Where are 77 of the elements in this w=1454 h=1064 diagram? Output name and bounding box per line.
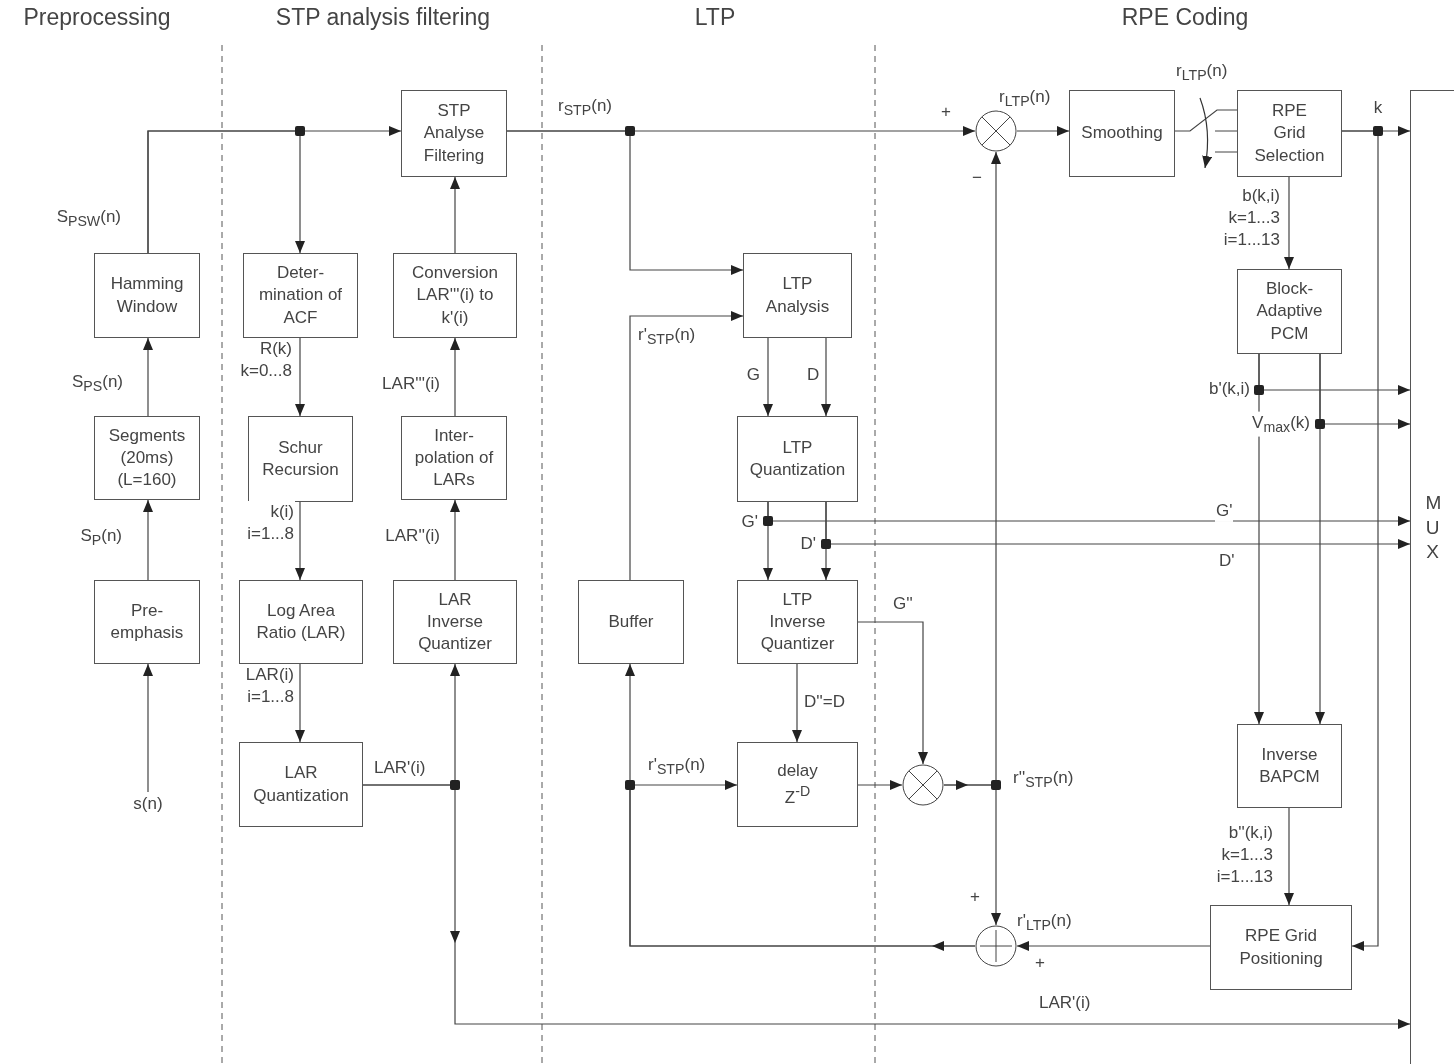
- node-text: Segments (20ms) (L=160): [108, 424, 186, 492]
- arrow: [1284, 176, 1294, 270]
- arrow: [1016, 941, 1211, 951]
- process-box: [1210, 905, 1352, 990]
- process-box: [737, 580, 858, 664]
- arrow: [1341, 130, 1379, 951]
- node-text: Pre- emphasis: [110, 599, 184, 644]
- process-box: [94, 253, 200, 338]
- arrow: [629, 311, 744, 581]
- node-text: RPE Grid Selection: [1254, 100, 1325, 167]
- process-box: [578, 580, 684, 664]
- process-box: [248, 416, 353, 502]
- arrow: [1016, 126, 1070, 136]
- arrow: [295, 337, 305, 417]
- arrow: [143, 663, 153, 793]
- node-text: Hamming Window: [110, 273, 184, 318]
- arrow: [825, 501, 1411, 549]
- node-text: RPE Grid Positioning: [1239, 925, 1323, 970]
- process-box: [239, 580, 363, 664]
- arrow: [1258, 353, 1411, 395]
- process-box: [1069, 90, 1175, 177]
- node-text: Inter- polation of LARs: [414, 424, 494, 492]
- arrow: [362, 784, 1411, 1029]
- process-box: [239, 742, 363, 827]
- node-text: delay Z$^{-D}$: [776, 760, 819, 809]
- process-box: [743, 253, 852, 338]
- arrow: [450, 337, 460, 417]
- node-text: Block- Adaptive PCM: [1256, 278, 1323, 345]
- arrow: [506, 130, 744, 275]
- adder-circle: [975, 925, 1017, 967]
- multiplexer-block: [1410, 90, 1454, 1064]
- arrow: [943, 784, 1001, 926]
- process-box: [94, 416, 200, 500]
- arrow: [763, 337, 773, 417]
- node-text: Buffer: [608, 610, 654, 633]
- arrow: [857, 621, 928, 765]
- process-box: [1237, 90, 1342, 177]
- process-box: [94, 580, 200, 664]
- arrow: [295, 663, 305, 743]
- process-box: [393, 253, 517, 338]
- process-box: [401, 90, 507, 177]
- node-text: Deter- mination of ACF: [257, 262, 344, 329]
- process-box: [737, 416, 858, 502]
- node-text: Smoothing: [1081, 122, 1163, 145]
- arrow: [767, 501, 1411, 526]
- node-text: Inverse BAPCM: [1259, 743, 1320, 788]
- arrow: [143, 499, 153, 581]
- arrow: [295, 501, 305, 581]
- node-text: LAR Inverse Quantizer: [418, 588, 492, 656]
- process-box: [393, 580, 517, 664]
- multiplier-circle: [902, 764, 944, 806]
- arrow: [450, 499, 460, 581]
- arrow: [857, 780, 903, 790]
- process-box: [1237, 724, 1342, 808]
- arrow: [143, 337, 153, 417]
- edge-label: V$_{max}$(k): [1251, 411, 1311, 437]
- process-box: [737, 742, 858, 827]
- arrow: [1319, 353, 1411, 429]
- node-text: LAR Quantization: [253, 762, 349, 807]
- node-text: Log Area Ratio (LAR): [255, 599, 347, 644]
- arrow: [792, 663, 802, 743]
- multiplier-circle: [975, 110, 1017, 152]
- node-text: MUX: [1425, 491, 1440, 565]
- process-box: [1237, 269, 1342, 354]
- node-text: Schur Recursion: [262, 436, 339, 481]
- node-text: LTP Analysis: [765, 273, 830, 318]
- process-box: [401, 416, 507, 500]
- node-text: LTP Inverse Quantizer: [760, 588, 835, 656]
- arrow: [1284, 807, 1294, 906]
- arrow: [147, 130, 305, 254]
- node-text: Conversion LAR'''(i) to k'(i): [412, 262, 498, 329]
- arrow: [821, 337, 831, 417]
- node-text: LTP Quantization: [749, 436, 846, 481]
- process-box: [243, 253, 358, 338]
- arrow: [450, 176, 460, 254]
- arrow: [629, 780, 976, 947]
- node-text: STP Analyse Filtering: [423, 100, 485, 167]
